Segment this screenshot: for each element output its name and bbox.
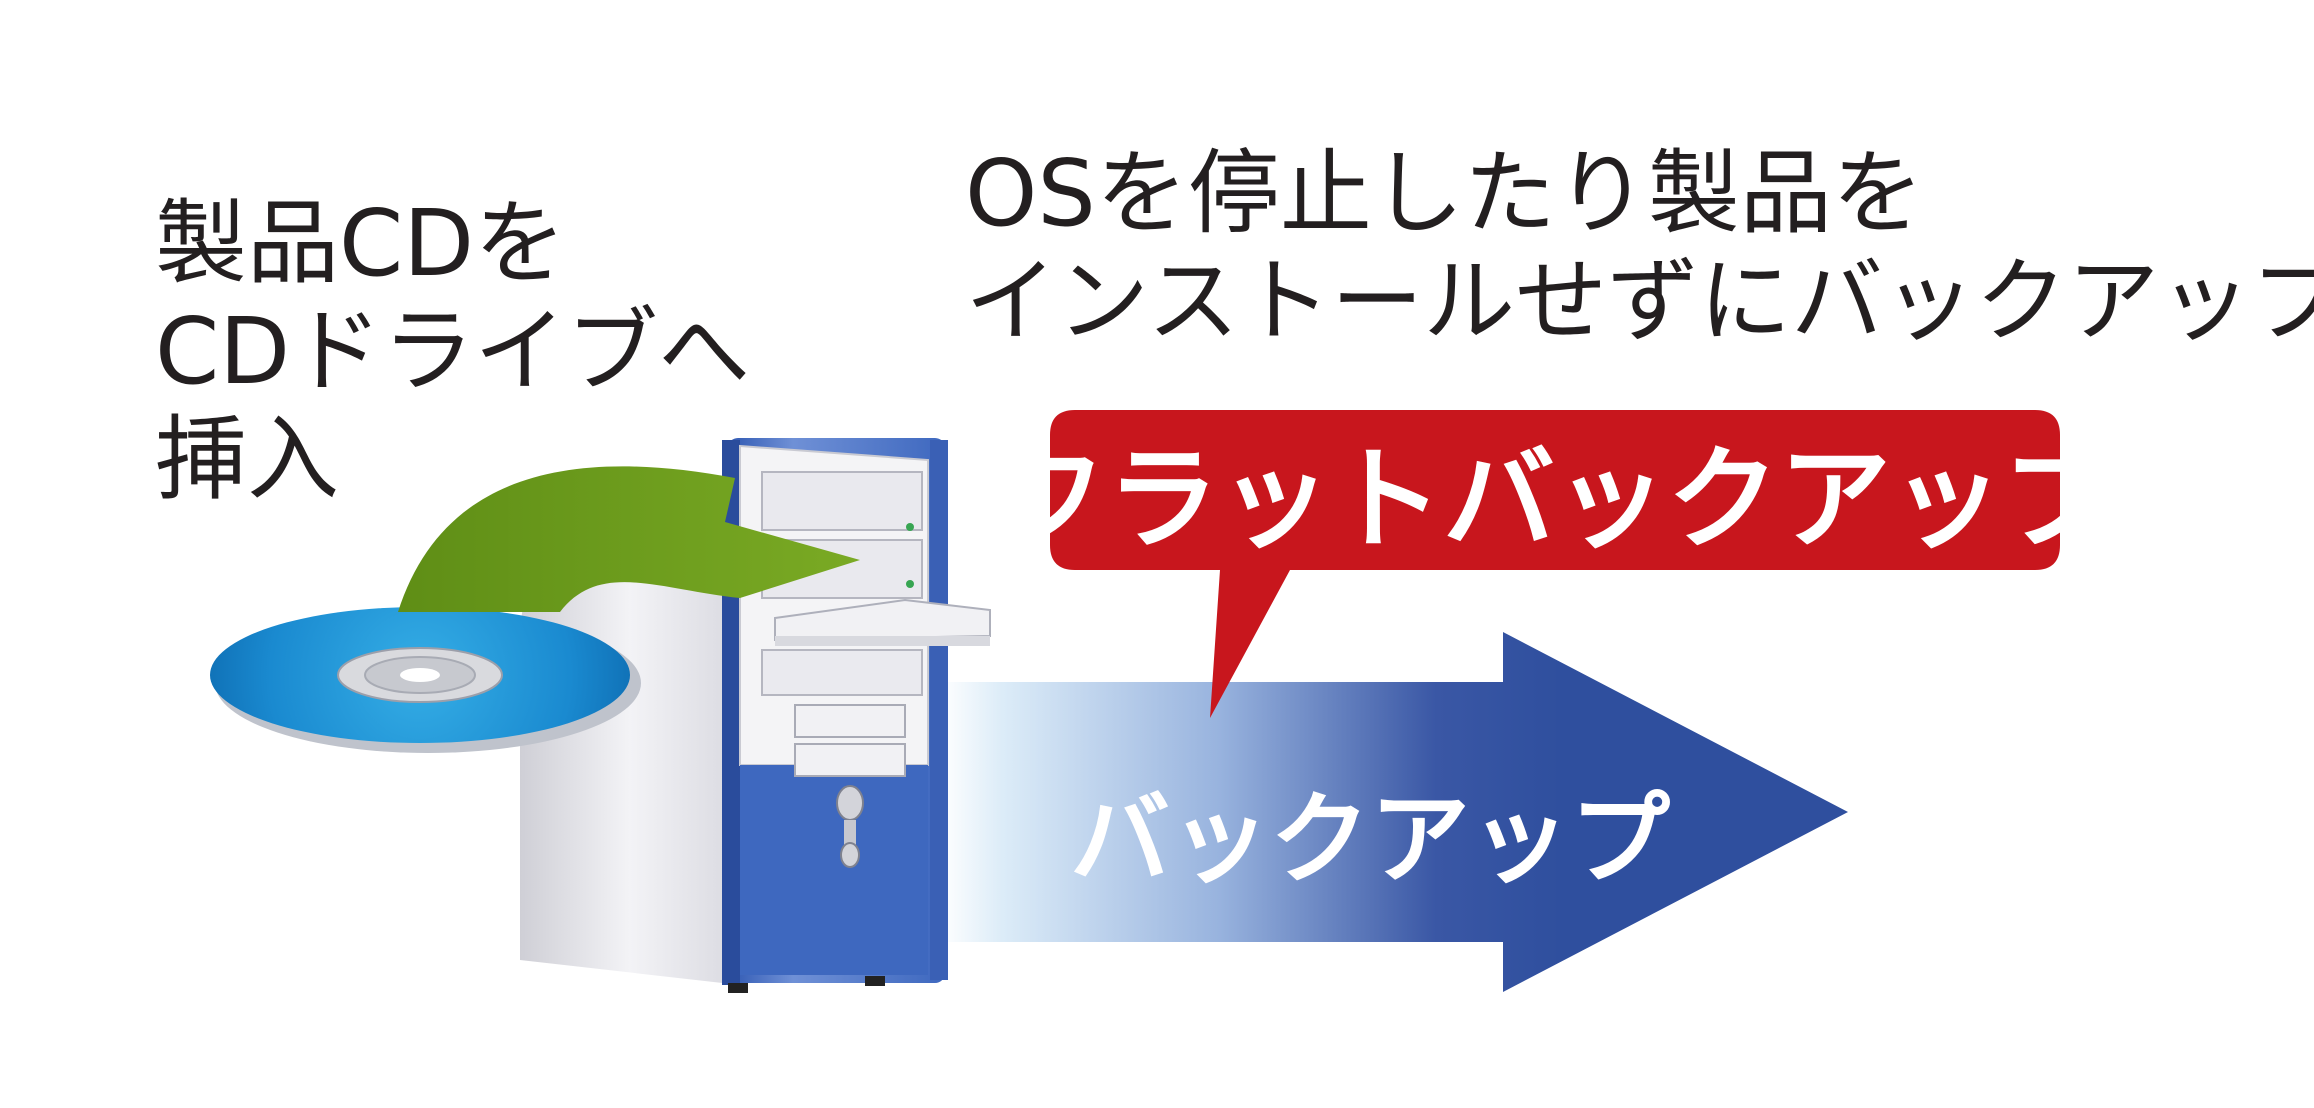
step-line-1: 製品CDを (155, 190, 567, 297)
step-line-2: CDドライブへ (155, 298, 751, 405)
callout-label: フラットバックアップ (995, 435, 2115, 565)
step-instruction-text: 製品CDを CDドライブへ 挿入 (155, 190, 750, 514)
backup-arrow-label: バックアップ (1070, 780, 1670, 898)
step-line-3: 挿入 (155, 406, 340, 513)
description-text: OSを停止したり製品を インストールせずにバックアップ (965, 140, 2314, 356)
description-line-2: インストールせずにバックアップ (965, 248, 2314, 355)
backup-arrow-icon (940, 632, 1848, 992)
description-line-1: OSを停止したり製品を (965, 140, 1924, 247)
callout-bubble (1050, 410, 2060, 718)
insert-arrow-icon (398, 466, 860, 612)
cd-disc-icon (210, 607, 641, 753)
